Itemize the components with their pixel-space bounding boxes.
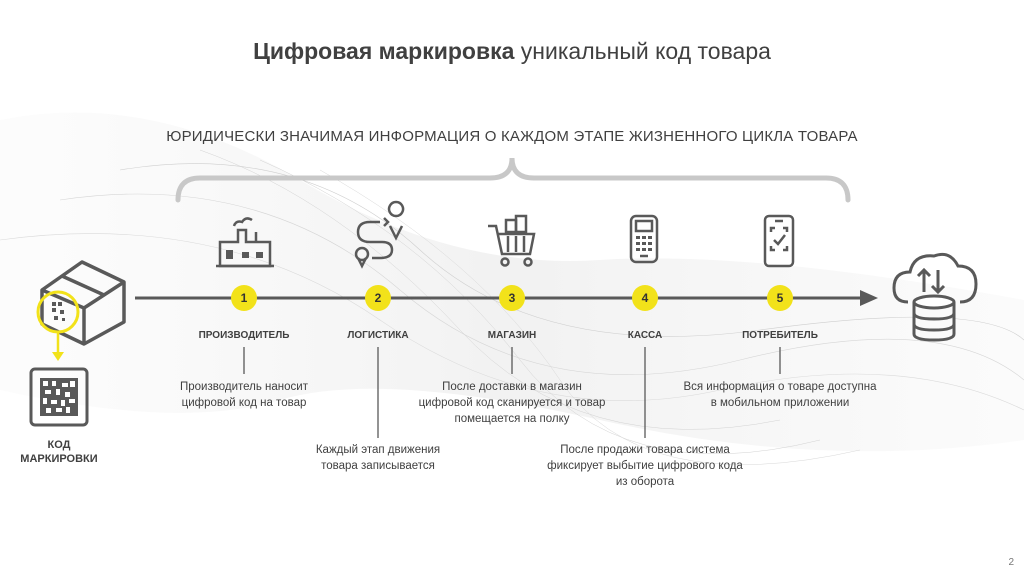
step-2-label: ЛОГИСТИКА <box>347 330 409 341</box>
step-2-desc-line: товара записывается <box>321 460 435 472</box>
step-3-description: После доставки в магазин цифровой код ск… <box>397 379 627 427</box>
shopping-cart-icon <box>488 214 536 267</box>
route-icon <box>354 200 405 269</box>
step-4-description: После продажи товара система фиксирует в… <box>530 442 760 490</box>
step-3-number: 3 <box>499 285 525 311</box>
factory-icon <box>216 217 274 268</box>
step-1-description: Производитель наносит цифровой код на то… <box>144 379 344 411</box>
step-3-label: МАГАЗИН <box>487 330 537 341</box>
step-5-desc-line: Вся информация о товаре доступна <box>683 381 877 393</box>
step-4-desc-line: из оборота <box>615 476 675 488</box>
step-4-desc-line: фиксирует выбытие цифрового кода <box>547 460 743 472</box>
step-5-number: 5 <box>767 285 793 311</box>
pos-terminal-icon <box>629 214 659 264</box>
step-2-desc-line: Каждый этап движения <box>315 444 441 456</box>
step-3-desc-line: После доставки в магазин <box>442 381 582 393</box>
data-matrix-icon <box>29 367 89 427</box>
title-bold: Цифровая маркировка <box>253 38 515 64</box>
step-4-number: 4 <box>632 285 658 311</box>
step-1-desc-line: цифровой код на товар <box>181 397 307 409</box>
code-label: КОД МАРКИРОВКИ <box>9 438 109 466</box>
step-3-desc-line: цифровой код сканируется и товар <box>418 397 606 409</box>
page-title: Цифровая маркировка уникальный код товар… <box>0 38 1024 65</box>
brace <box>175 157 851 203</box>
subtitle: ЮРИДИЧЕСКИ ЗНАЧИМАЯ ИНФОРМАЦИЯ О КАЖДОМ … <box>166 128 858 145</box>
step-1-label: ПРОИЗВОДИТЕЛЬ <box>198 330 290 341</box>
smartphone-icon <box>763 214 795 268</box>
step-1-number: 1 <box>231 285 257 311</box>
code-label-line-2: МАРКИРОВКИ <box>20 453 98 465</box>
step-5-description: Вся информация о товаре доступна в мобил… <box>660 379 900 411</box>
step-2-number: 2 <box>365 285 391 311</box>
step-1-desc-line: Производитель наносит <box>180 381 308 393</box>
step-5-desc-line: в мобильном приложении <box>710 397 850 409</box>
step-4-desc-line: После продажи товара система <box>560 444 730 456</box>
page-number: 2 <box>1008 557 1014 568</box>
step-3-desc-line: помещается на полку <box>454 413 570 425</box>
step-2-description: Каждый этап движения товара записывается <box>278 442 478 474</box>
box-qr-icon <box>52 302 65 321</box>
yellow-arrow-down <box>52 352 64 361</box>
box-code-highlight <box>36 290 80 334</box>
cloud-database-icon <box>892 252 978 342</box>
title-rest: уникальный код товара <box>514 38 771 64</box>
timeline-arrowhead <box>860 290 878 306</box>
step-5-label: ПОТРЕБИТЕЛЬ <box>742 330 818 341</box>
code-label-line-1: КОД <box>47 439 71 451</box>
step-4-label: КАССА <box>627 330 663 341</box>
